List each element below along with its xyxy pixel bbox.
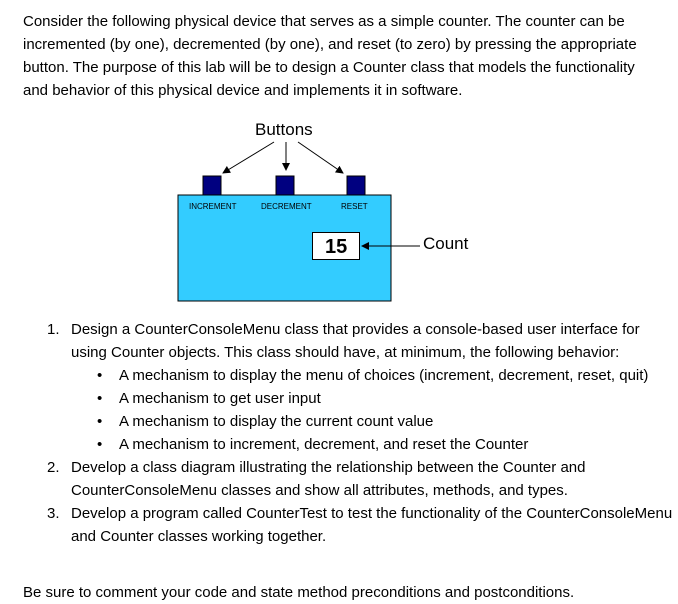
- list-item: 3. Develop a program called CounterTest …: [0, 502, 678, 548]
- list-item-text: Design a CounterConsoleMenu class that p…: [71, 321, 640, 361]
- bullet-icon: •: [97, 413, 103, 430]
- counter-device-figure: Buttons INCREMENT DECREMENT RESET 15 Cou…: [177, 120, 469, 302]
- list-item-number: 1.: [47, 321, 60, 338]
- bullet-text: A mechanism to get user input: [119, 390, 321, 407]
- arrow-to-increment: [222, 141, 275, 174]
- decrement-button-shape: [275, 175, 295, 196]
- buttons-label: Buttons: [255, 120, 313, 139]
- counter-device-diagram: [177, 141, 420, 302]
- reset-button-shape: [346, 175, 366, 196]
- list-item-text: Develop a class diagram illustrating the…: [71, 459, 586, 499]
- intro-paragraph: Consider the following physical device t…: [23, 13, 637, 99]
- bullet-text: A mechanism to increment, decrement, and…: [119, 436, 529, 453]
- bullet-item: • A mechanism to display the current cou…: [0, 410, 678, 433]
- bullet-text: A mechanism to display the current count…: [119, 413, 434, 430]
- decrement-label: DECREMENT: [261, 202, 312, 211]
- bullet-item: • A mechanism to increment, decrement, a…: [0, 433, 678, 456]
- bullet-icon: •: [97, 436, 103, 453]
- bullet-item: • A mechanism to display the menu of cho…: [0, 364, 678, 387]
- closing-note: Be sure to comment your code and state m…: [23, 584, 575, 601]
- list-item-number: 3.: [47, 505, 60, 522]
- reset-label: RESET: [341, 202, 368, 211]
- list-item-number: 2.: [47, 459, 60, 476]
- bullet-icon: •: [97, 367, 103, 384]
- count-display: 15: [312, 232, 360, 260]
- task-list: 1. Design a CounterConsoleMenu class tha…: [0, 318, 678, 548]
- bullet-icon: •: [97, 390, 103, 407]
- bullet-item: • A mechanism to get user input: [0, 387, 678, 410]
- arrow-to-reset: [297, 141, 344, 174]
- increment-label: INCREMENT: [189, 202, 237, 211]
- bullet-text: A mechanism to display the menu of choic…: [119, 367, 649, 384]
- list-item: 2. Develop a class diagram illustrating …: [0, 456, 678, 502]
- list-item-text: Develop a program called CounterTest to …: [71, 505, 673, 545]
- count-label: Count: [423, 234, 469, 253]
- increment-button-shape: [202, 175, 222, 196]
- list-item: 1. Design a CounterConsoleMenu class tha…: [0, 318, 678, 364]
